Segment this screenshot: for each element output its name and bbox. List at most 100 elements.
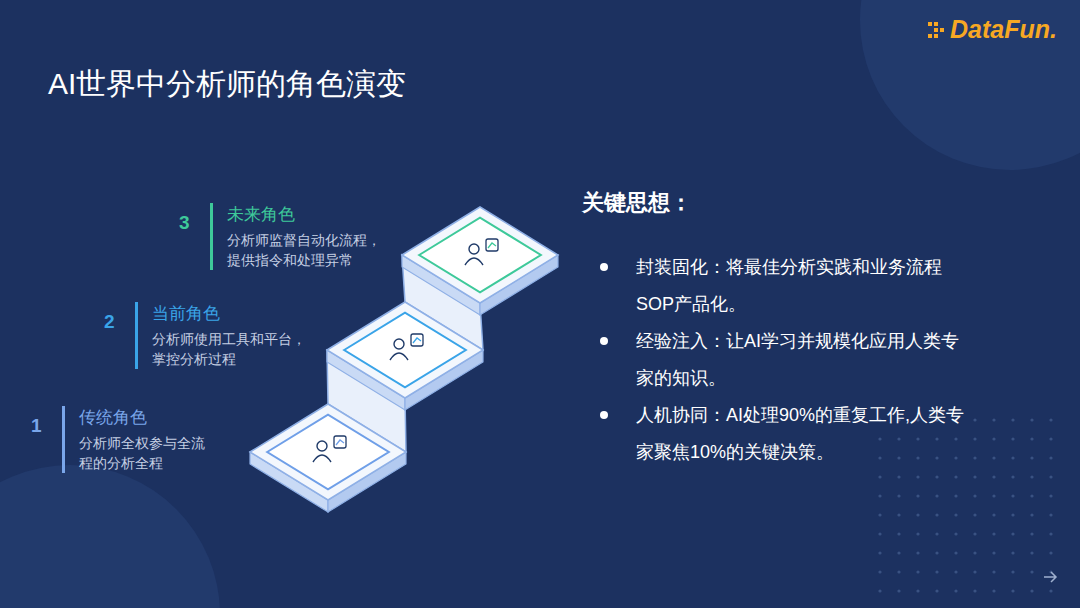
grid-dot bbox=[1011, 475, 1014, 478]
grid-dot bbox=[992, 456, 995, 459]
grid-dot bbox=[878, 589, 881, 592]
grid-dot bbox=[935, 475, 938, 478]
grid-dot bbox=[1011, 456, 1014, 459]
grid-dot bbox=[954, 437, 957, 440]
role-block: 未来角色分析师监督自动化流程， 提供指令和处理异常 bbox=[210, 203, 395, 270]
grid-dot bbox=[1049, 532, 1052, 535]
key-point: 人机协同：AI处理90%的重复工作,人类专 家聚焦10%的关键决策。 bbox=[636, 397, 978, 471]
role-description: 分析师全权参与全流 程的分析全程 bbox=[79, 433, 215, 473]
grid-dot bbox=[916, 551, 919, 554]
grid-dot bbox=[954, 456, 957, 459]
grid-dot bbox=[954, 551, 957, 554]
grid-dot bbox=[897, 437, 900, 440]
grid-dot bbox=[1030, 570, 1033, 573]
grid-dot bbox=[878, 475, 881, 478]
grid-dot bbox=[1011, 418, 1014, 421]
grid-dot bbox=[954, 570, 957, 573]
grid-dot bbox=[954, 513, 957, 516]
grid-dot bbox=[954, 532, 957, 535]
grid-dot bbox=[992, 437, 995, 440]
grid-dot bbox=[992, 589, 995, 592]
grid-dot bbox=[897, 570, 900, 573]
role-block: 传统角色分析师全权参与全流 程的分析全程 bbox=[62, 406, 215, 473]
grid-dot bbox=[973, 494, 976, 497]
grid-dot bbox=[954, 494, 957, 497]
grid-dot bbox=[1011, 570, 1014, 573]
grid-dot bbox=[1030, 551, 1033, 554]
key-point: 经验注入：让AI学习并规模化应用人类专 家的知识。 bbox=[636, 323, 978, 397]
grid-dot bbox=[1049, 494, 1052, 497]
grid-dot bbox=[1030, 494, 1033, 497]
grid-dot bbox=[916, 570, 919, 573]
grid-dot bbox=[1030, 532, 1033, 535]
grid-dot bbox=[878, 437, 881, 440]
role-heading: 当前角色 bbox=[152, 302, 320, 326]
grid-dot bbox=[973, 475, 976, 478]
grid-dot bbox=[878, 532, 881, 535]
grid-dot bbox=[916, 589, 919, 592]
grid-dot bbox=[935, 570, 938, 573]
grid-dot bbox=[935, 456, 938, 459]
grid-dot bbox=[1011, 532, 1014, 535]
grid-dot bbox=[1030, 475, 1033, 478]
grid-dot bbox=[1030, 437, 1033, 440]
grid-dot bbox=[878, 513, 881, 516]
grid-dot bbox=[1011, 589, 1014, 592]
grid-dot bbox=[916, 475, 919, 478]
grid-dot bbox=[1030, 418, 1033, 421]
grid-dot bbox=[1049, 437, 1052, 440]
stair-tile bbox=[402, 207, 558, 315]
corner-circle bbox=[860, 0, 1080, 170]
grid-dot bbox=[973, 589, 976, 592]
grid-dot bbox=[1030, 456, 1033, 459]
grid-dot bbox=[992, 418, 995, 421]
role-block: 当前角色分析师使用工具和平台， 掌控分析过程 bbox=[135, 302, 320, 369]
grid-dot bbox=[992, 494, 995, 497]
stair-tile bbox=[327, 302, 483, 410]
grid-dot bbox=[1049, 589, 1052, 592]
grid-dot bbox=[1049, 456, 1052, 459]
grid-dot bbox=[973, 437, 976, 440]
section-heading: 关键思想： bbox=[582, 190, 692, 216]
callout-number: 1 bbox=[31, 415, 42, 438]
grid-dot bbox=[935, 437, 938, 440]
grid-dot bbox=[973, 513, 976, 516]
grid-dot bbox=[878, 494, 881, 497]
grid-dot bbox=[973, 551, 976, 554]
grid-dot bbox=[916, 437, 919, 440]
grid-dot bbox=[916, 532, 919, 535]
grid-dot bbox=[916, 494, 919, 497]
grid-dot bbox=[1049, 418, 1052, 421]
grid-dot bbox=[935, 494, 938, 497]
grid-dot bbox=[992, 513, 995, 516]
grid-dot bbox=[1030, 589, 1033, 592]
bullet-dot bbox=[600, 411, 608, 419]
corner-circle bbox=[0, 465, 220, 608]
grid-dot bbox=[897, 456, 900, 459]
grid-dot bbox=[973, 456, 976, 459]
grid-dot bbox=[1049, 551, 1052, 554]
grid-dot bbox=[954, 475, 957, 478]
bullet-dot bbox=[600, 337, 608, 345]
grid-dot bbox=[992, 532, 995, 535]
dot-grid bbox=[878, 418, 1052, 592]
grid-dot bbox=[992, 570, 995, 573]
logo-icon bbox=[928, 22, 944, 38]
grid-dot bbox=[1049, 475, 1052, 478]
callout-number: 2 bbox=[104, 311, 115, 334]
grid-dot bbox=[935, 513, 938, 516]
role-description: 分析师监督自动化流程， 提供指令和处理异常 bbox=[227, 230, 395, 270]
role-heading: 未来角色 bbox=[227, 203, 395, 227]
stair-tile bbox=[250, 404, 406, 512]
role-description: 分析师使用工具和平台， 掌控分析过程 bbox=[152, 329, 320, 369]
grid-dot bbox=[878, 456, 881, 459]
grid-dot bbox=[1011, 437, 1014, 440]
grid-dot bbox=[973, 570, 976, 573]
next-arrow bbox=[1044, 572, 1056, 582]
grid-dot bbox=[897, 589, 900, 592]
grid-dot bbox=[897, 513, 900, 516]
callout-number: 3 bbox=[179, 212, 190, 235]
grid-dot bbox=[1011, 513, 1014, 516]
bullet-dot bbox=[600, 263, 608, 271]
grid-dot bbox=[992, 551, 995, 554]
